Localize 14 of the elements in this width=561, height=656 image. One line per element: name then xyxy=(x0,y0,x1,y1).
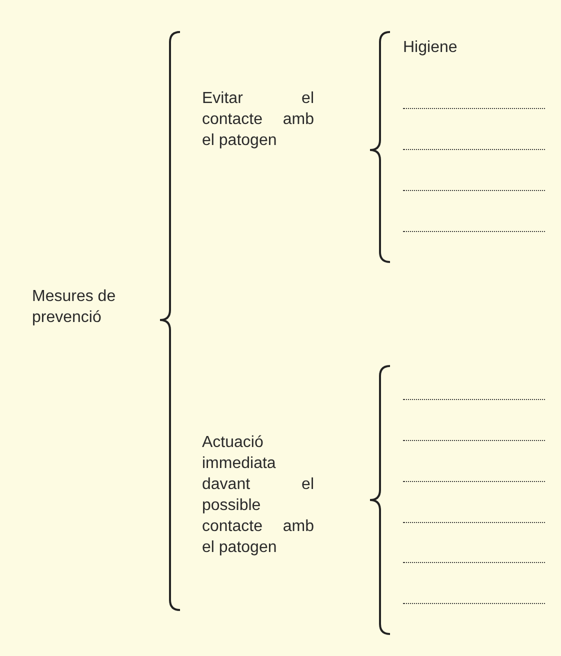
fill-in-line xyxy=(403,108,545,109)
fill-in-line xyxy=(403,149,545,150)
category-text: Mesures de prevenció xyxy=(32,286,152,328)
fill-in-line xyxy=(403,603,545,604)
category-text: Actuació immediata davant el possible contacte amb el patogen xyxy=(202,432,314,558)
fill-in-line xyxy=(403,399,545,400)
fill-in-line xyxy=(403,481,545,482)
fill-in-line xyxy=(403,522,545,523)
fill-in-line xyxy=(403,231,545,232)
fill-in-line xyxy=(403,562,545,563)
fill-in-line xyxy=(403,190,545,191)
category-text: Evitar el contacte amb el patogen xyxy=(202,88,314,151)
fill-in-line xyxy=(403,440,545,441)
category-text: Higiene xyxy=(403,37,523,58)
